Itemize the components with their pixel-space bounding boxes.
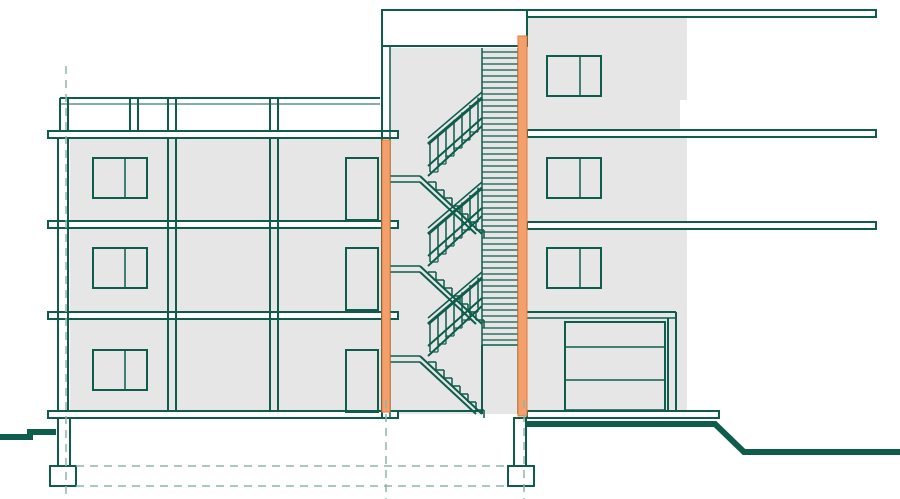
footing-left [49,465,77,487]
pier-left [57,417,71,467]
handrail [427,276,483,326]
handrail [427,186,483,236]
stair-tower-roof [381,9,528,47]
door-frame [345,349,379,413]
footing-right [507,465,535,487]
left-block [47,97,399,487]
stair-core [381,9,528,418]
ground-slab-right [526,410,720,419]
floor-slab [47,311,399,320]
stair-stringer-upper [427,117,483,167]
cantilever-slab [526,9,877,18]
door-frame [345,247,379,311]
window-frame [92,247,148,289]
cantilever-slab [526,129,877,138]
stair-stringer [419,361,477,415]
stair-stringer [419,181,477,235]
window-frame [92,349,148,391]
handrail [427,91,483,139]
floor-slab [47,220,399,229]
stair-stringer-upper [427,215,483,267]
window-frame [546,157,602,199]
door-frame [345,157,379,221]
stair-stringer [419,271,477,325]
ground-line [0,421,900,455]
window-frame [92,157,148,199]
accent-column-right [517,35,528,417]
left-wall-fill [70,138,382,414]
handrail [427,181,483,229]
grade-line-left [0,429,56,440]
wall-fills [70,14,690,414]
floor-slab [47,130,399,139]
handrail [427,271,483,319]
stair-stringer-upper [427,207,483,257]
accent-column-left [381,139,391,413]
foundation [65,66,525,499]
stair-stringer [419,355,483,415]
right-wall-notch [680,100,690,130]
window-frame [546,55,602,97]
stair-stringer-upper [427,305,483,357]
window-frame [546,247,602,289]
accent-columns [381,35,528,417]
right-wall-fill [527,14,687,414]
stair-stringer-upper [427,125,483,177]
cantilever-slab [526,221,877,230]
stair-stringer-upper [427,297,483,347]
handrail [427,96,483,146]
floor-slab [47,410,399,419]
grade-line-right [527,421,900,455]
